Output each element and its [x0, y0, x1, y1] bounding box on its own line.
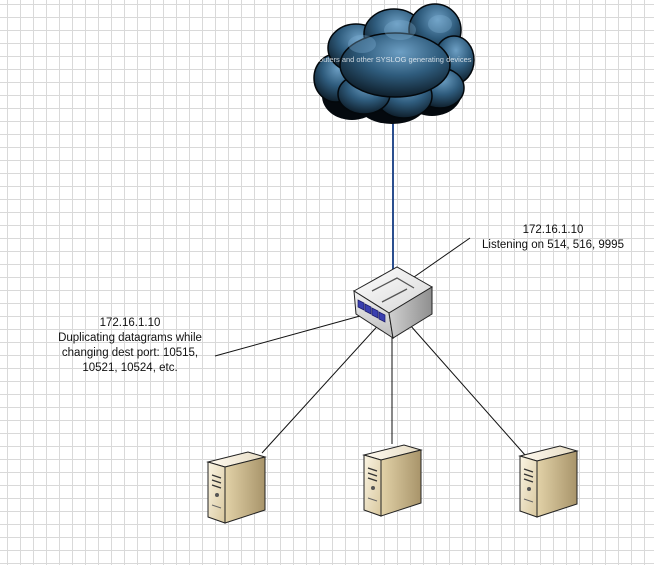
cloud-icon [313, 3, 475, 124]
duplicator-line-2: changing dest port: 10515, [61, 347, 199, 359]
link-line-right [401, 315, 526, 456]
listener-callout-line [403, 237, 471, 285]
server-icon [206, 451, 267, 524]
switch-ports [357, 299, 386, 323]
server-icon [518, 445, 579, 518]
duplicator-ip: 172.16.1.10 [99, 317, 161, 329]
duplicator-callout-line [214, 315, 361, 357]
server-icon [362, 444, 423, 517]
listener-ip: 172.16.1.10 [522, 224, 584, 236]
duplicator-line-3: 10521, 10524, etc. [82, 362, 178, 374]
listener-ports: Listening on 514, 516, 9995 [482, 239, 624, 251]
cloud-label: Routers and other SYSLOG generating devi… [313, 55, 472, 64]
duplicator-line-1: Duplicating datagrams while [58, 332, 202, 344]
link-line-left [261, 319, 384, 454]
listener-label: 172.16.1.10 Listening on 514, 516, 9995 [472, 223, 634, 253]
duplicator-label: 172.16.1.10 Duplicating datagrams while … [44, 316, 216, 376]
network-switch-icon [353, 266, 433, 340]
